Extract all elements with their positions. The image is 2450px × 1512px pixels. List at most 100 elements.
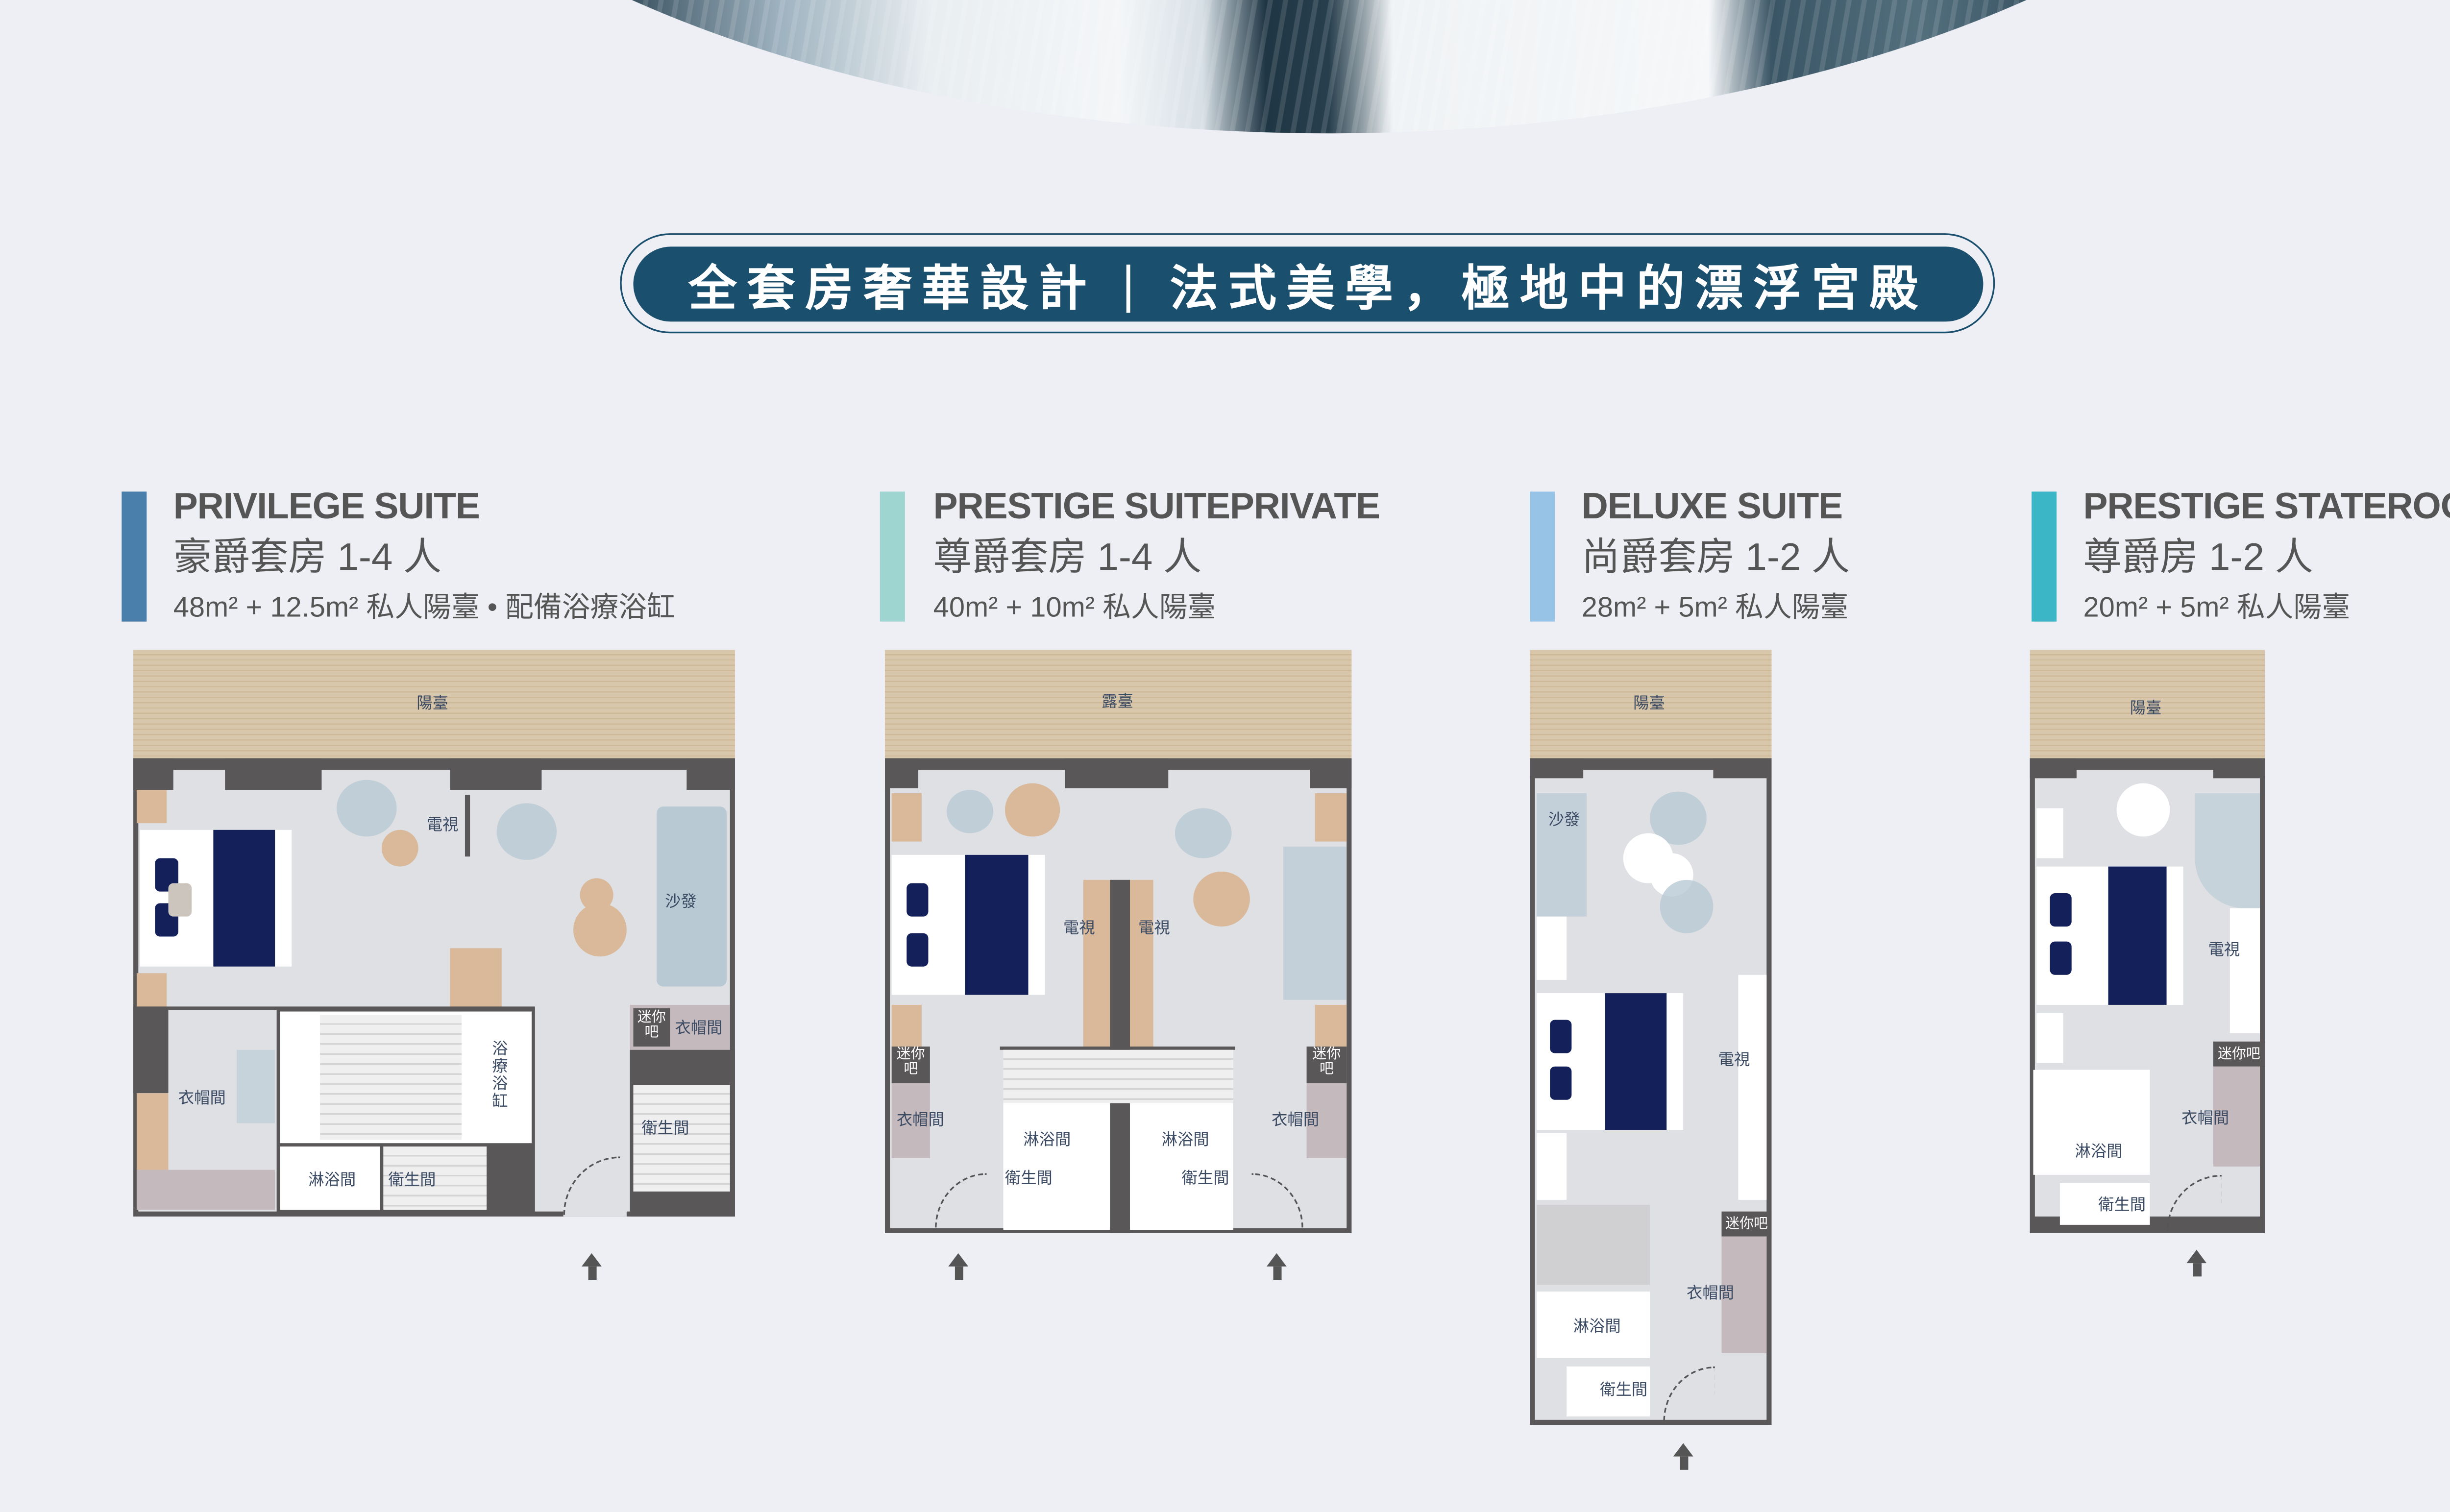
wall <box>133 1008 169 1094</box>
wall <box>686 758 735 790</box>
tv-cabinet <box>1738 975 1767 1200</box>
room-header-deluxe: DELUXE SUITE 尚爵套房 1-2 人 28m² + 5m² 私人陽臺 <box>1582 483 1850 633</box>
room-name-zh: 豪爵套房 1-4 人 <box>173 535 442 579</box>
room-name-zh: 尚爵套房 1-2 人 <box>1581 535 1850 579</box>
wall <box>133 758 173 790</box>
wall <box>1065 758 1169 788</box>
wall <box>225 758 322 790</box>
tv-label: 電視 <box>2208 941 2240 960</box>
shower-label: 淋浴間 <box>2075 1143 2123 1162</box>
tv-cabinet <box>2230 908 2260 1033</box>
accent-bar-stateroom <box>2032 491 2057 622</box>
room-spec: 28m² + 5m² 私人陽臺 <box>1581 591 1849 624</box>
pillow <box>906 883 929 917</box>
wall <box>450 758 542 790</box>
minibar: 迷你吧 <box>891 1046 930 1083</box>
accent-bar-privilege <box>122 491 147 622</box>
room-spec: 40m² + 10m² 私人陽臺 <box>933 591 1216 624</box>
balcony-label: 陽臺 <box>416 695 448 713</box>
toilet-room <box>1567 1366 1650 1417</box>
entrance-arrow-icon <box>948 1253 969 1280</box>
armchair <box>496 803 557 860</box>
furniture <box>1306 1083 1347 1158</box>
furniture <box>1721 1236 1767 1353</box>
minibar: 迷你吧 <box>633 1008 670 1047</box>
wood-furniture <box>1193 871 1250 927</box>
polar-ice-photo <box>275 0 2383 134</box>
banner-separator: | <box>1120 256 1147 313</box>
section-banner: 全套房奢華設計 | 法式美學，極地中的漂浮宮殿 <box>633 246 1984 322</box>
furniture <box>2036 1013 2063 1063</box>
shower-label: 淋浴間 <box>1573 1318 1621 1337</box>
toilet-label: 衛生間 <box>2098 1196 2146 1215</box>
wood-furniture <box>891 1004 922 1047</box>
furniture <box>891 1083 930 1158</box>
minibar: 迷你吧 <box>1721 1211 1772 1237</box>
furniture <box>946 790 994 833</box>
balcony-label: 陽臺 <box>2130 700 2162 718</box>
furniture <box>136 1170 275 1210</box>
desk <box>450 948 502 1008</box>
wall <box>1000 1046 1235 1050</box>
balcony <box>133 650 735 758</box>
balcony <box>1530 650 1772 758</box>
entrance-arrow-icon <box>582 1253 602 1280</box>
wardrobe-label: 衣帽間 <box>178 1090 226 1108</box>
room-name-zh: 尊爵房 1-2 人 <box>2083 535 2313 579</box>
room-header-privilege: PRIVILEGE SUITE 豪爵套房 1-4 人 48m² + 12.5m²… <box>173 483 675 633</box>
toilet-room-right <box>633 1085 730 1192</box>
tv-label: 電視 <box>1718 1051 1750 1070</box>
coffee-table <box>381 829 418 867</box>
wood-furniture <box>136 790 167 824</box>
minibar: 迷你吧 <box>2213 1041 2265 1067</box>
sofa-label: 沙發 <box>1548 811 1580 830</box>
balcony-label: 露臺 <box>1102 693 1133 712</box>
furniture <box>1536 916 1567 980</box>
entrance-arrow-icon <box>1266 1253 1287 1280</box>
tv-label: 電視 <box>1063 920 1095 938</box>
furniture <box>320 1015 462 1140</box>
furniture <box>1003 1049 1233 1103</box>
furniture <box>2116 783 2170 837</box>
toilet-label: 衛生間 <box>1181 1170 1229 1189</box>
sofa <box>2195 793 2260 908</box>
wood-furniture <box>136 1093 169 1170</box>
room-header-stateroom: PRESTIGE STATEROOM 尊爵房 1-2 人 20m² + 5m² … <box>2083 483 2450 633</box>
furniture <box>1536 1205 1650 1285</box>
wall <box>1713 758 1772 779</box>
toilet-room <box>2059 1183 2150 1225</box>
toilet-label: 衛生間 <box>388 1171 436 1190</box>
wardrobe-label: 衣帽間 <box>1272 1111 1320 1130</box>
toilet-label: 衛生間 <box>1004 1170 1053 1189</box>
wood-furniture <box>136 973 167 1008</box>
accent-bar-prestige-suite <box>880 491 905 622</box>
banner-right-text: 法式美學，極地中的漂浮宮殿 <box>1170 259 1928 316</box>
entrance-arrow-icon <box>1673 1443 1693 1470</box>
shower-label: 淋浴間 <box>1161 1131 1209 1150</box>
floor-plan-prestige-suite: 露臺 電視 電視 淋浴間 淋浴間 衛生間 衛生間 迷你吧 衣帽間 迷你吧 衣帽間 <box>885 650 1352 1280</box>
pillow <box>965 854 1029 995</box>
furniture <box>1536 1133 1567 1200</box>
tv-label: 電視 <box>426 816 459 835</box>
entrance-arrow-icon <box>2186 1249 2207 1277</box>
balcony <box>2030 650 2265 758</box>
bed-blanket <box>213 829 275 967</box>
wardrobe-right-label: 衣帽間 <box>675 1020 723 1038</box>
pillow <box>1550 1066 1572 1100</box>
room-name-zh: 尊爵套房 1-4 人 <box>933 535 1202 579</box>
wardrobe-label: 衣帽間 <box>1687 1285 1735 1303</box>
floor-plan-deluxe: 陽臺 沙發 電視 淋浴間 衛生間 迷你吧 衣帽間 <box>1530 650 1772 1470</box>
room-spec: 20m² + 5m² 私人陽臺 <box>2083 591 2351 624</box>
bathtub-label: 浴療浴缸 <box>488 1040 507 1110</box>
wall <box>885 758 919 788</box>
room-spec: 48m² + 12.5m² 私人陽臺 • 配備浴療浴缸 <box>173 591 675 624</box>
toilet-room <box>383 1146 487 1210</box>
pillow <box>2108 866 2167 1005</box>
wall <box>1310 758 1352 788</box>
room-name-en: DELUXE SUITE <box>1581 485 1843 527</box>
armchair <box>337 780 397 837</box>
wood-furniture <box>1315 793 1347 842</box>
shower <box>2033 1070 2150 1175</box>
furniture <box>1175 808 1232 858</box>
